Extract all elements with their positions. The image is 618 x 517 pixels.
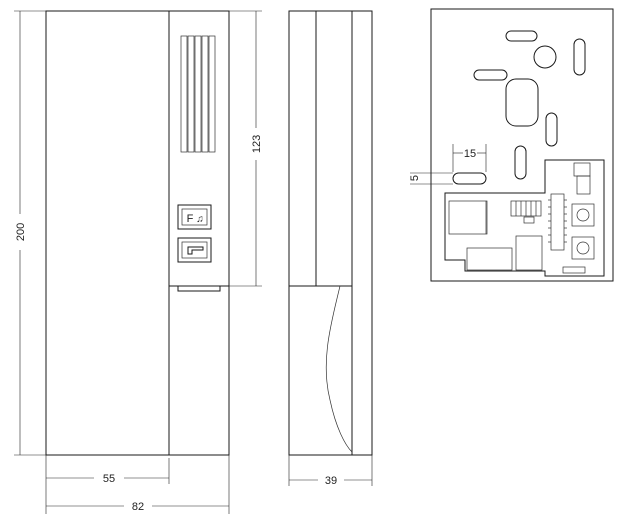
function-button-face xyxy=(181,208,208,226)
door-open-button-face xyxy=(181,241,208,259)
function-button-label: F xyxy=(187,213,194,225)
back-view: 15 5 xyxy=(409,8,614,282)
mounting-slot xyxy=(505,30,538,42)
mounting-slot-dimensioned xyxy=(452,172,487,185)
function-button-symbol: ♫ xyxy=(196,214,204,225)
pcb-transformer xyxy=(466,247,513,271)
pcb-push-button xyxy=(571,203,595,227)
mounting-slot xyxy=(545,112,558,147)
mounting-slot xyxy=(573,38,586,76)
circuit-board xyxy=(444,159,605,277)
dimension-front-inner-width: 55 xyxy=(45,455,170,514)
pcb-dip-switch xyxy=(562,266,586,274)
side-view: 39 xyxy=(288,10,373,487)
front-hook-tab xyxy=(177,285,221,292)
pcb-push-button xyxy=(571,236,595,260)
dimension-slot-height: 123 xyxy=(229,10,263,287)
pcb-relay xyxy=(448,200,488,235)
dimension-label-5: 5 xyxy=(409,175,421,181)
front-housing-outline xyxy=(45,10,230,456)
front-view: F ♫ 200 123 xyxy=(14,10,263,514)
function-button-frame xyxy=(177,204,212,230)
pcb-chip xyxy=(550,193,565,251)
dimension-label-123: 123 xyxy=(251,135,263,153)
dimension-side-depth: 39 xyxy=(288,455,373,487)
mounting-hole xyxy=(533,45,557,69)
side-cord-curve xyxy=(325,285,353,453)
pcb-jumper xyxy=(523,216,535,224)
dimension-total-height: 200 xyxy=(14,10,46,456)
mounting-slot xyxy=(473,69,508,81)
mounting-slot xyxy=(514,145,527,180)
function-button[interactable]: F ♫ xyxy=(177,204,212,230)
dimension-hole-height: 5 xyxy=(409,172,453,185)
pcb-module xyxy=(515,235,543,271)
pcb-outline xyxy=(444,159,605,277)
cable-opening xyxy=(505,78,539,127)
back-plate-outline xyxy=(430,8,614,282)
grille-slot xyxy=(208,35,216,153)
grille-slot xyxy=(201,35,209,153)
door-open-button[interactable] xyxy=(177,237,212,263)
key-icon xyxy=(187,246,204,255)
dimension-label-200: 200 xyxy=(15,223,27,241)
dimension-front-total-width: 82 xyxy=(46,455,230,514)
speaker-grille xyxy=(180,35,216,153)
dimension-label-15: 15 xyxy=(464,148,476,160)
side-housing-outline xyxy=(288,10,373,456)
grille-slot xyxy=(187,35,195,153)
grille-slot xyxy=(180,35,188,153)
dimension-hole-spacing: 15 xyxy=(452,144,487,172)
pcb-capacitor xyxy=(576,175,591,195)
pcb-connector xyxy=(573,162,591,177)
door-open-button-frame xyxy=(177,237,212,263)
grille-slot xyxy=(194,35,202,153)
dimension-label-55: 55 xyxy=(103,473,115,485)
dimension-label-39: 39 xyxy=(325,475,337,487)
dimension-label-82: 82 xyxy=(132,501,144,513)
